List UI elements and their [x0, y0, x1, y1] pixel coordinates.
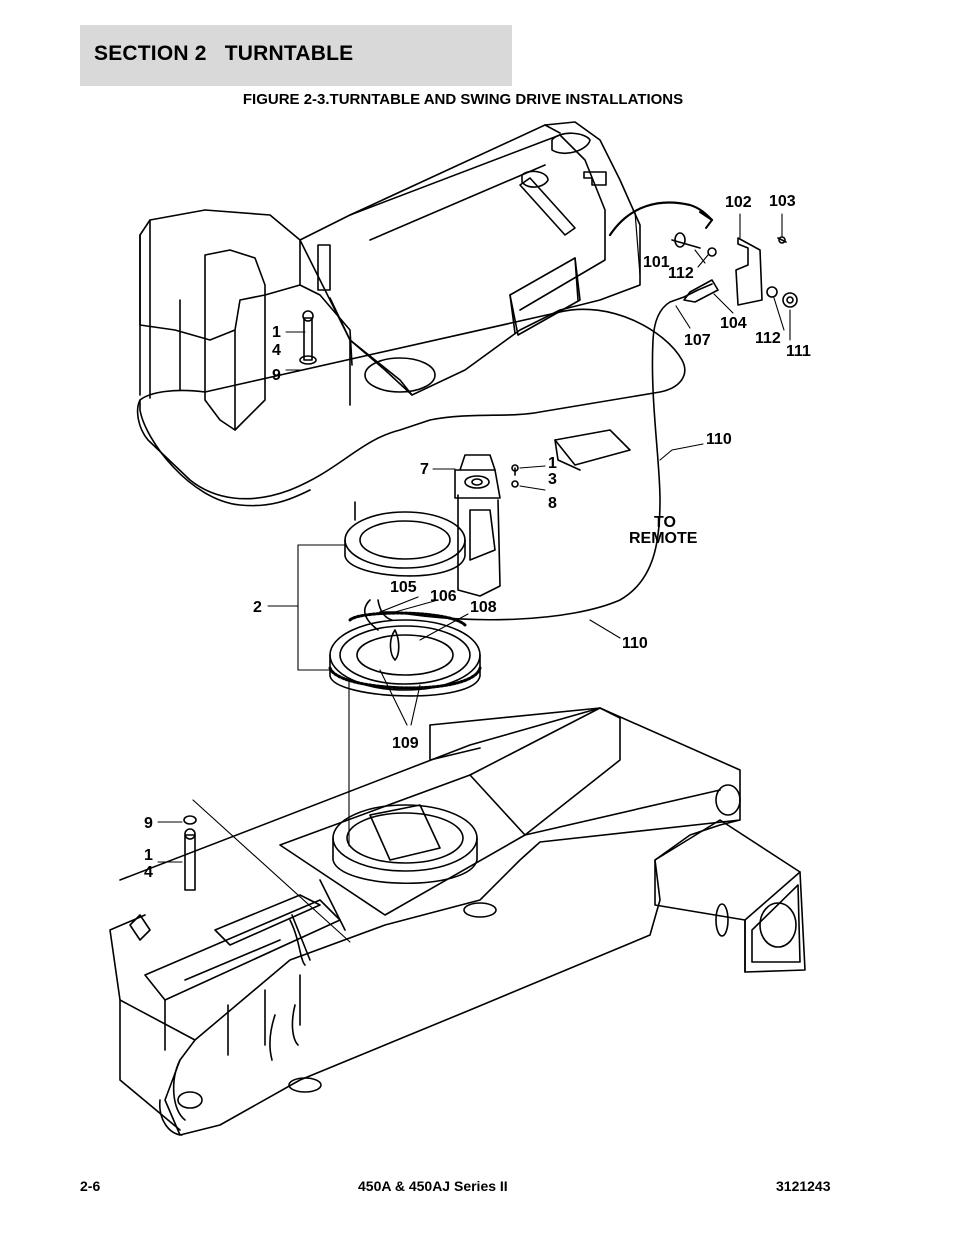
bolt-stack-upper: [299, 310, 317, 365]
callout-110-lower: 110: [622, 635, 648, 652]
to-remote-label-line2: REMOTE: [629, 530, 698, 547]
swing-drive: [454, 454, 519, 597]
callout-7: 7: [420, 461, 429, 478]
callout-labels: 1 4 9 7 1 3 8 2 101 102 103 104 105 106 …: [144, 193, 811, 881]
footer-page-number: 2-6: [80, 1178, 101, 1194]
callout-4-lower: 4: [144, 864, 153, 881]
callout-1-lower: 1: [144, 847, 153, 864]
bracket-hardware: [671, 232, 798, 308]
callout-3: 3: [548, 471, 557, 488]
cable-and-sensor: [379, 279, 719, 621]
rear-box: [654, 819, 806, 973]
callout-106: 106: [430, 588, 457, 605]
footer-model: 450A & 450AJ Series II: [358, 1178, 508, 1194]
callout-1-mid: 1: [548, 455, 557, 472]
callout-9-upper: 9: [272, 367, 281, 384]
callout-1-upper: 1: [272, 324, 281, 341]
callout-112-upper: 112: [668, 265, 694, 282]
section-header: SECTION 2 TURNTABLE: [80, 25, 512, 86]
callout-101: 101: [643, 254, 670, 271]
callout-102: 102: [725, 194, 752, 211]
bolt-stack-lower: [183, 815, 197, 891]
callout-109: 109: [392, 735, 419, 752]
callout-110-upper: 110: [706, 431, 732, 448]
figure-title: FIGURE 2-3.TURNTABLE AND SWING DRIVE INS…: [242, 91, 684, 108]
callout-107: 107: [684, 332, 711, 349]
callout-104: 104: [720, 315, 747, 332]
callout-105: 105: [390, 579, 417, 596]
turntable-assembly: [136, 121, 714, 507]
to-remote-label-line1: TO: [654, 514, 676, 531]
callout-112-lower: 112: [755, 330, 781, 347]
callout-8: 8: [548, 495, 557, 512]
section-title: SECTION 2 TURNTABLE: [94, 42, 354, 65]
callout-111: 111: [786, 343, 811, 360]
chassis: [109, 707, 741, 1136]
turntable-bearing-upper: [344, 501, 466, 577]
callout-4-upper: 4: [272, 342, 281, 359]
callout-103: 103: [769, 193, 796, 210]
leader-lines: [157, 213, 791, 943]
footer-part-number: 3121243: [776, 1178, 831, 1194]
callout-108: 108: [470, 599, 497, 616]
callout-9-lower: 9: [144, 815, 153, 832]
callout-2: 2: [253, 599, 262, 616]
